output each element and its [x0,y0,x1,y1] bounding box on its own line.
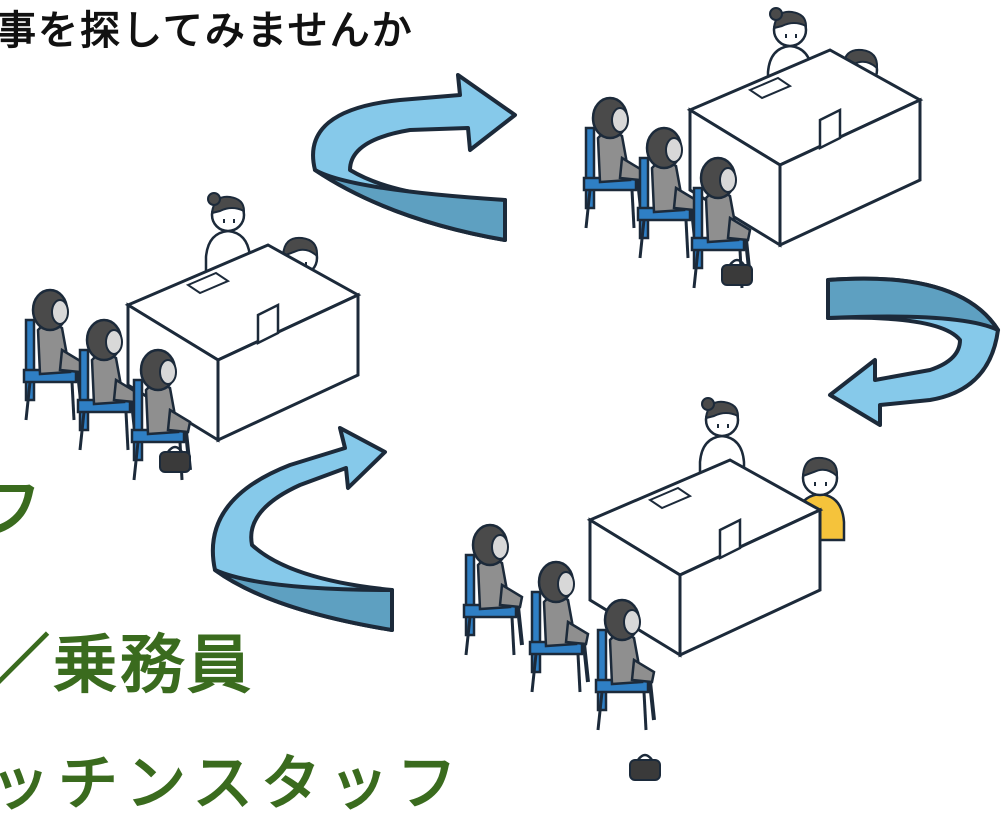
job-title-3: ッチンスタッフ [0,749,465,819]
cycle-arrow-left [210,426,394,632]
cycle-arrow-top [311,73,517,242]
bag-icon [628,753,662,782]
applicant-person [528,560,590,694]
reception-scene-bottom [462,396,846,782]
illustration [22,6,1000,782]
applicant-person [22,288,84,422]
job-title-2: ／乗務員 [0,629,254,703]
cycle-arrow-right [826,276,1000,427]
job-title-1: フ [0,473,42,547]
applicant-person [582,96,644,230]
applicant-person [636,126,698,260]
headline: 事を探してみませんか [0,8,414,54]
applicant-person [462,523,524,657]
reception-scene-left [22,191,360,482]
bag-icon [158,445,192,474]
reception-scene-top [582,6,922,290]
